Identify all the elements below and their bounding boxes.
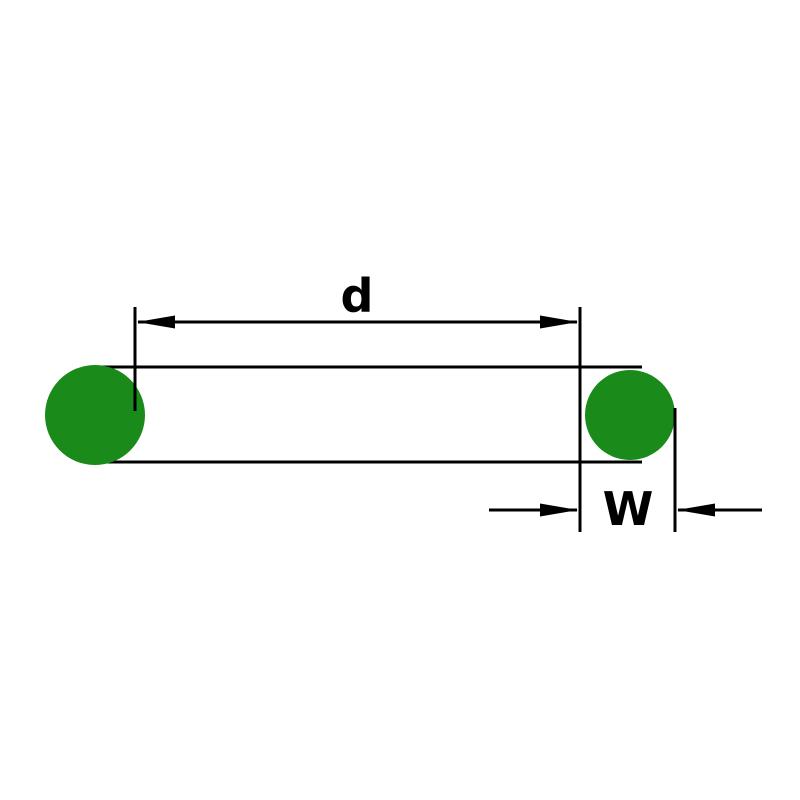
oring-cross-section-left	[45, 365, 145, 465]
oring-cross-section-right	[585, 370, 675, 460]
w-dimension-label: W	[603, 482, 654, 536]
d-dimension-label: d	[341, 269, 374, 323]
